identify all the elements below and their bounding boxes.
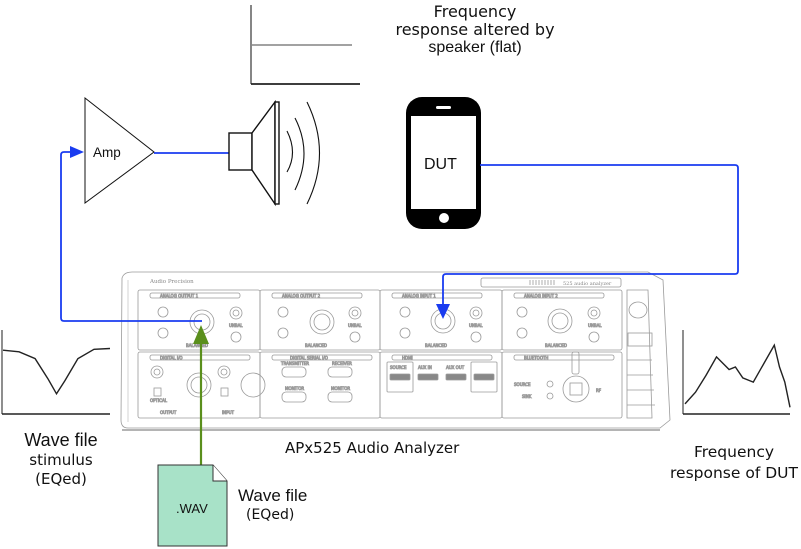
stimulus-line-1: Wave file: [24, 430, 98, 450]
label-analog-input-1: ANALOG INPUT 1: [402, 294, 436, 299]
label-hdmi: HDMI: [402, 356, 413, 361]
label-digital-serial-io: DIGITAL SERIAL I/O: [290, 356, 328, 361]
analyzer-brand: Audio Precision: [149, 279, 194, 285]
wav-upload-arrow: [193, 325, 209, 344]
label-unbal: UNBAL: [588, 323, 602, 328]
apx525-analyzer: Audio Precision 525 audio analyzer ANALO…: [120, 271, 671, 431]
label-analog-output-2: ANALOG OUTPUT 2: [282, 294, 321, 299]
amplifier: Amp: [84, 96, 155, 204]
analyzer-output-to-amp-cable: [60, 151, 202, 322]
label-transmitter: TRANSMITTER: [280, 361, 309, 366]
label-monitor: MONITOR: [285, 386, 304, 391]
dut-response-label: Frequency response of DUT: [664, 442, 801, 484]
analyzer-model-text: 525 audio analyzer: [563, 281, 612, 287]
label-unbal: UNBAL: [229, 323, 243, 328]
wav-caption-line-2: (EQed): [246, 507, 295, 524]
dut-to-analyzer-input-cable: [442, 164, 739, 305]
label-receiver: RECEIVER: [332, 361, 352, 366]
speaker-icon: [228, 99, 320, 207]
speaker-response-chart: [250, 5, 360, 85]
stimulus-line-2: stimulus: [29, 451, 93, 470]
label-balanced: BALANCED: [186, 343, 208, 348]
label-bluetooth: BLUETOOTH: [524, 356, 548, 361]
label-output: OUTPUT: [160, 410, 177, 415]
label-balanced: BALANCED: [425, 343, 447, 348]
speaker-response-line-3: speaker (flat): [428, 38, 522, 56]
stimulus-chart: [1, 330, 111, 415]
label-monitor: MONITOR: [331, 386, 350, 391]
dut-response-line: [684, 343, 791, 408]
speaker-response-line-1: Frequency: [433, 2, 517, 21]
label-analog-output-1: ANALOG OUTPUT 1: [160, 294, 199, 299]
wav-caption-line-1: Wave file: [238, 486, 308, 505]
label-bt-sink: SINK: [522, 394, 532, 399]
dut-response-chart: [682, 330, 791, 415]
stimulus-response-line: [2, 347, 111, 396]
dut-response-line-1: Frequency: [693, 443, 775, 461]
dut-phone-icon: DUT: [406, 97, 481, 229]
amp-triangle: [84, 96, 155, 204]
wav-file-icon: .WAV: [157, 464, 228, 547]
label-balanced: BALANCED: [545, 343, 567, 348]
amp-label: Amp: [93, 145, 121, 160]
panel-bluetooth: [501, 351, 623, 419]
label-optical: OPTICAL: [150, 398, 168, 403]
analyzer-model-badge: [480, 277, 622, 288]
bluetooth-rf-connector: [562, 375, 590, 403]
analyzer-name-label: APx525 Audio Analyzer: [285, 439, 460, 457]
analyzer-input-arrow: [436, 304, 450, 319]
stimulus-line-3: (EQed): [35, 469, 87, 488]
panel-analog-input-2: [501, 289, 623, 351]
label-analog-input-2: ANALOG INPUT 2: [524, 294, 558, 299]
ap-logo: [628, 301, 648, 319]
label-rf: RF: [596, 388, 602, 393]
dut-label: DUT: [424, 156, 457, 173]
dut-response-line-2: response of DUT: [670, 463, 798, 482]
wav-file-extension: .WAV: [176, 501, 208, 516]
label-aux-out: AUX OUT: [446, 365, 465, 370]
label-source: SOURCE: [390, 365, 407, 370]
wav-file-caption: Wave file (EQed): [238, 486, 307, 524]
label-balanced: BALANCED: [305, 343, 327, 348]
speaker-response-label: Frequency response altered by speaker (f…: [380, 3, 570, 57]
stimulus-label: Wave file stimulus (EQed): [2, 430, 120, 488]
label-input: INPUT: [222, 410, 235, 415]
analyzer-display: [627, 332, 653, 347]
label-unbal: UNBAL: [469, 323, 483, 328]
label-aux-in: AUX IN: [418, 365, 432, 370]
amp-input-arrow: [70, 146, 84, 158]
label-unbal: UNBAL: [348, 323, 362, 328]
label-bt-source: SOURCE: [514, 382, 531, 387]
speaker-response-line-2: response altered by: [395, 19, 555, 39]
label-digital-io: DIGITAL I/O: [160, 356, 183, 361]
